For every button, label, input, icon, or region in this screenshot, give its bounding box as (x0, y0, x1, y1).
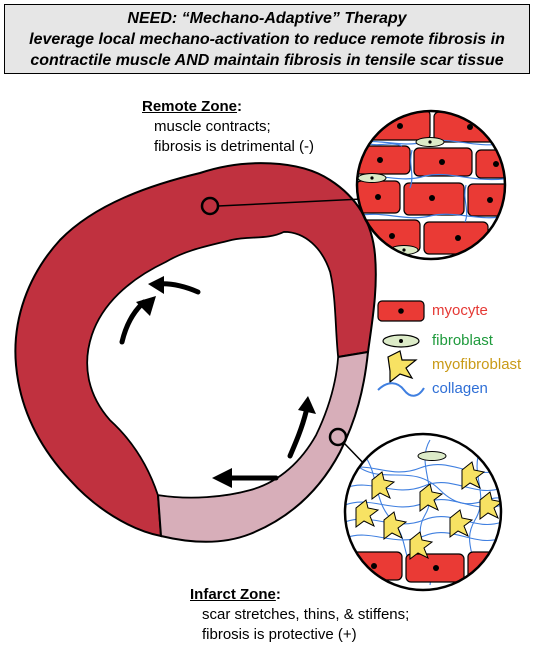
myocyte-nuclei (375, 123, 499, 241)
remote-zone-colon: : (237, 98, 243, 115)
need-header-box: NEED: “Mechano-Adaptive” Therapy leverag… (4, 4, 530, 74)
myofibroblast-cells (355, 461, 501, 560)
myofibroblast-legend-icon (387, 350, 418, 384)
collagen-legend-icon (377, 382, 425, 397)
header-line-1: NEED: “Mechano-Adaptive” Therapy (127, 9, 407, 27)
legend-icons (377, 300, 425, 397)
header-line-3: contractile muscle AND maintain fibrosis… (30, 51, 504, 69)
arrow-right (287, 409, 309, 459)
infarct-zone-colon: : (275, 586, 281, 603)
arrowhead-upper-left (136, 296, 156, 316)
legend-fibroblast-label: fibroblast (432, 332, 493, 349)
infarct-zone-annotation: Infarct Zone: scar stretches, thins, & s… (190, 585, 409, 645)
remote-zone-line-1: muscle contracts; (154, 118, 271, 135)
legend-collagen-label: collagen (432, 380, 488, 397)
arrowhead-bottom (212, 468, 232, 488)
arrowhead-top (148, 276, 164, 294)
remote-zone-title: Remote Zone (142, 98, 238, 115)
infarct-zone-line-2: fibrosis is protective (+) (202, 626, 357, 643)
arrowhead-right (298, 396, 316, 414)
legend-myofibroblast-label: myofibroblast (432, 356, 522, 373)
legend-myocyte-label: myocyte (432, 302, 488, 319)
remote-zone-line-2: fibrosis is detrimental (-) (154, 138, 315, 155)
infarct-zone-line-1: scar stretches, thins, & stiffens; (202, 606, 410, 623)
infarct-zone-title: Infarct Zone (190, 586, 276, 603)
remote-zone-tissue-inset (355, 109, 507, 261)
header-line-2: leverage local mechano-activation to red… (29, 30, 505, 48)
infarct-zone-tissue-inset (343, 432, 503, 592)
remote-zone-annotation: Remote Zone: muscle contracts; fibrosis … (142, 97, 314, 157)
remote-pointer-line (217, 198, 363, 207)
infarct-sample-marker (328, 427, 348, 447)
contraction-arrowheads (136, 276, 316, 488)
remote-sample-marker (200, 196, 220, 216)
